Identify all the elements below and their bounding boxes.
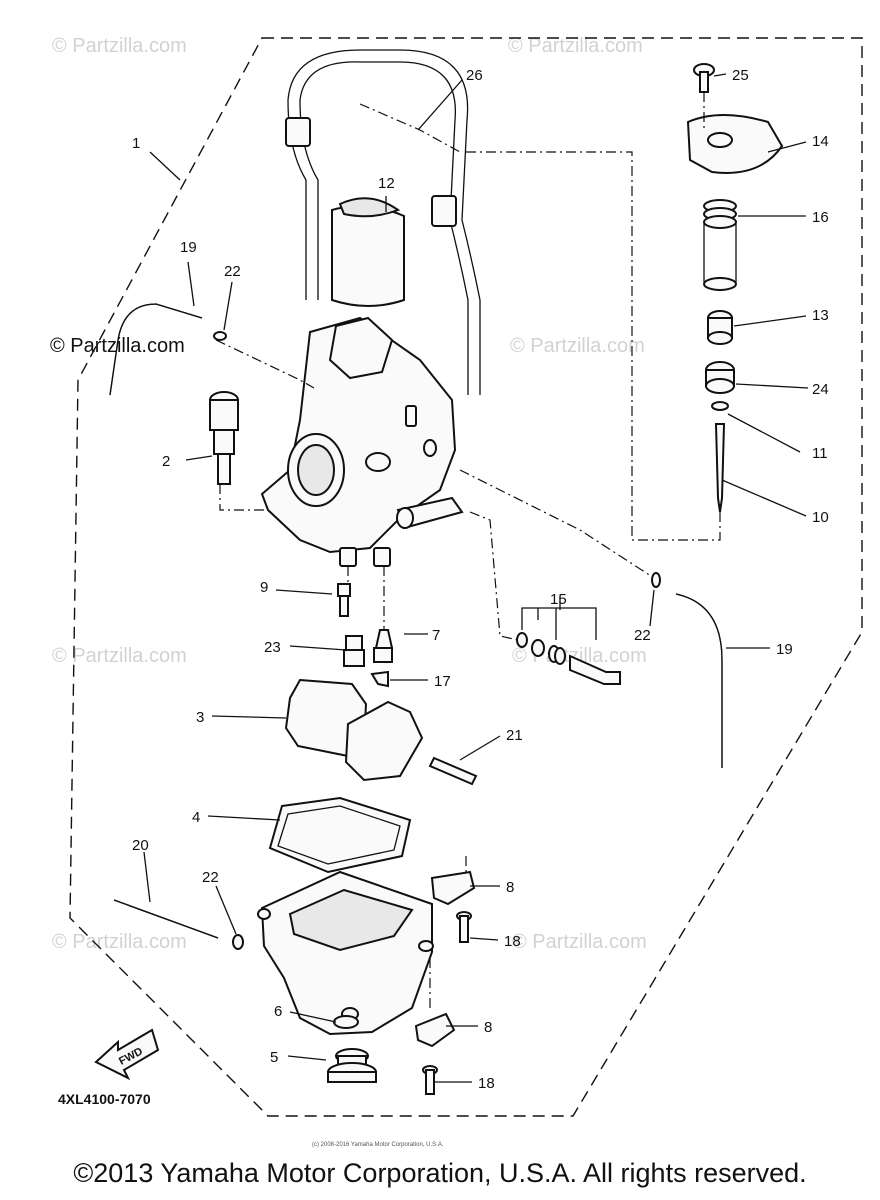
callout-12: 12 bbox=[378, 175, 395, 192]
alignment-lines bbox=[215, 92, 721, 1010]
drain-hose-inner bbox=[113, 899, 219, 939]
callout-1: 1 bbox=[132, 135, 140, 152]
callout-9: 9 bbox=[260, 579, 268, 596]
callout-16: 16 bbox=[812, 209, 829, 226]
callout-4: 4 bbox=[192, 809, 200, 826]
throttle-valve bbox=[331, 197, 405, 307]
callout-10: 10 bbox=[812, 509, 829, 526]
floats bbox=[284, 678, 424, 782]
callout-5: 5 bbox=[270, 1049, 278, 1066]
callout-13: 13 bbox=[812, 307, 829, 324]
callout-23: 23 bbox=[264, 639, 281, 656]
callout-22c: 22 bbox=[202, 869, 219, 886]
callout-22: 22 bbox=[224, 263, 241, 280]
plate bbox=[430, 870, 476, 906]
needle-stack bbox=[686, 63, 784, 513]
callout-20: 20 bbox=[132, 837, 149, 854]
clip bbox=[651, 572, 661, 588]
carburetor-body bbox=[260, 316, 464, 567]
callout-14: 14 bbox=[812, 133, 829, 150]
callout-18b: 18 bbox=[478, 1075, 495, 1092]
callout-19b: 19 bbox=[776, 641, 793, 658]
clip bbox=[213, 331, 227, 341]
clip bbox=[232, 934, 244, 950]
vent-hose-right bbox=[675, 593, 723, 768]
watermark: © Partzilla.com bbox=[512, 645, 647, 667]
callout-22b: 22 bbox=[634, 627, 651, 644]
callout-6: 6 bbox=[274, 1003, 282, 1020]
callout-11: 11 bbox=[812, 445, 828, 462]
watermark: © Partzilla.com bbox=[52, 645, 187, 667]
callout-15: 15 bbox=[550, 591, 567, 608]
jet-parts bbox=[337, 583, 394, 688]
o-ring bbox=[333, 1015, 359, 1029]
watermark: © Partzilla.com bbox=[512, 931, 647, 953]
bolt bbox=[422, 1065, 438, 1095]
callout-21: 21 bbox=[506, 727, 523, 744]
callouts: 1 2 3 4 5 6 7 8 8 9 10 11 12 13 14 15 16… bbox=[132, 67, 829, 1092]
leader-lines bbox=[143, 73, 809, 1083]
watermark: © Partzilla.com bbox=[508, 35, 643, 57]
callout-26: 26 bbox=[466, 67, 483, 84]
callout-18: 18 bbox=[504, 933, 521, 950]
callout-24: 24 bbox=[812, 381, 829, 398]
air-screw bbox=[209, 391, 239, 485]
vent-hose-right-inner bbox=[675, 593, 723, 768]
float-pin bbox=[428, 756, 478, 786]
part-code: 4XL4100-7070 bbox=[58, 1091, 151, 1107]
callout-25: 25 bbox=[732, 67, 749, 84]
callout-3: 3 bbox=[196, 709, 204, 726]
copyright-notice: ©2013 Yamaha Motor Corporation, U.S.A. A… bbox=[73, 1158, 807, 1188]
callout-8: 8 bbox=[506, 879, 514, 896]
callout-17: 17 bbox=[434, 673, 451, 690]
watermark: © Partzilla.com bbox=[510, 335, 645, 357]
callout-8b: 8 bbox=[484, 1019, 492, 1036]
watermark: © Partzilla.com bbox=[52, 35, 187, 57]
carburetor-exploded-diagram: © Partzilla.com © Partzilla.com © Partzi… bbox=[50, 35, 863, 1148]
vent-hose-left-inner bbox=[109, 303, 203, 396]
watermarks: © Partzilla.com © Partzilla.com © Partzi… bbox=[50, 35, 647, 1148]
bolt bbox=[456, 911, 472, 943]
callout-2: 2 bbox=[162, 453, 170, 470]
pilot-screw-set bbox=[516, 607, 621, 685]
forward-arrow-icon: FWD bbox=[94, 1028, 160, 1081]
callout-19: 19 bbox=[180, 239, 197, 256]
assembly-boundary bbox=[69, 37, 863, 1117]
drain-plug bbox=[327, 1048, 377, 1083]
plate bbox=[414, 1012, 456, 1048]
float-bowl bbox=[257, 870, 434, 1036]
callout-7: 7 bbox=[432, 627, 440, 644]
throttle-cable bbox=[285, 49, 481, 395]
small-copyright-notice: (c) 2008-2016 Yamaha Motor Corporation, … bbox=[312, 1142, 444, 1148]
watermark: © Partzilla.com bbox=[52, 931, 187, 953]
